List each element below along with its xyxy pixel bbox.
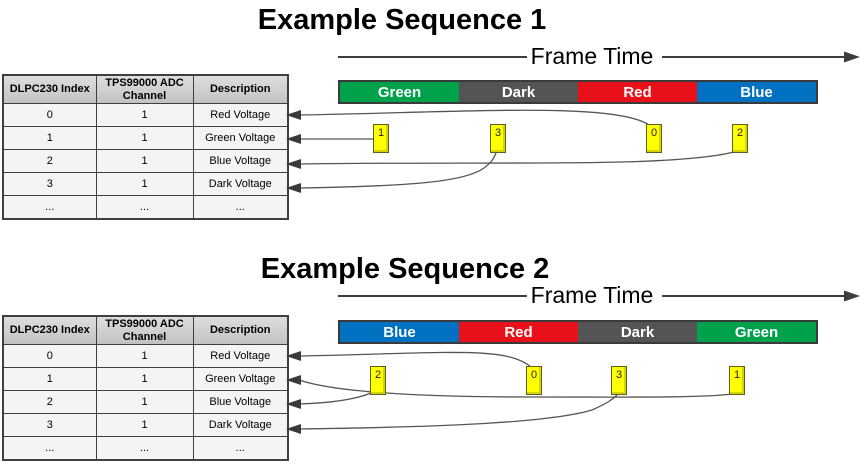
right-arrowhead-icon bbox=[844, 290, 860, 302]
table-header-row: DLPC230 Index TPS99000 ADC Channel Descr… bbox=[2, 74, 289, 104]
connector-marker2-to-row-blue bbox=[298, 392, 372, 405]
bar-segment-red: Red bbox=[578, 82, 697, 102]
marker-label: 3 bbox=[494, 127, 502, 139]
adc-index-marker-red-slot: 0 bbox=[526, 366, 542, 395]
col-header-description: Description bbox=[192, 315, 289, 345]
col-header-dlpc230-index: DLPC230 Index bbox=[2, 74, 97, 104]
bar-segment-dark: Dark bbox=[578, 322, 697, 342]
table-row: 2 1 Blue Voltage bbox=[2, 390, 289, 414]
col-header-tps99000-adc-channel: TPS99000 ADC Channel bbox=[95, 74, 194, 104]
connectors-seq1 bbox=[286, 109, 735, 193]
adc-index-marker-dark-slot: 3 bbox=[490, 124, 506, 153]
connector-marker0-to-row-red bbox=[298, 351, 532, 368]
marker-label: 0 bbox=[650, 127, 658, 139]
bar-segment-blue: Blue bbox=[697, 82, 816, 102]
col-header-dlpc230-index: DLPC230 Index bbox=[2, 315, 97, 345]
connector-marker0-to-row-red bbox=[298, 109, 650, 126]
table-row: 2 1 Blue Voltage bbox=[2, 149, 289, 173]
frame-time-label-seq1: Frame Time bbox=[530, 43, 654, 69]
color-sequence-bar-seq2: Blue Red Dark Green bbox=[338, 320, 818, 344]
table-row: 3 1 Dark Voltage bbox=[2, 172, 289, 196]
bar-segment-label: Red bbox=[623, 83, 652, 101]
col-header-description: Description bbox=[192, 74, 289, 104]
connector-marker3-to-row-dark bbox=[298, 152, 497, 189]
connector-marker3-to-row-dark bbox=[298, 394, 618, 430]
bar-segment-label: Blue bbox=[383, 323, 416, 341]
bar-segment-label: Blue bbox=[740, 83, 773, 101]
adc-channel-table-seq1: DLPC230 Index TPS99000 ADC Channel Descr… bbox=[2, 74, 289, 220]
bar-segment-dark: Dark bbox=[459, 82, 578, 102]
col-header-tps99000-adc-channel: TPS99000 ADC Channel bbox=[95, 315, 194, 345]
sequence-2-title: Example Sequence 2 bbox=[260, 253, 550, 285]
table-row: ... ... ... bbox=[2, 195, 289, 220]
connector-marker2-to-row-blue bbox=[298, 151, 735, 165]
marker-label: 2 bbox=[374, 369, 382, 381]
adc-index-marker-dark-slot: 3 bbox=[611, 366, 627, 395]
marker-label: 1 bbox=[733, 369, 741, 381]
adc-index-marker-blue-slot: 2 bbox=[732, 124, 748, 153]
bar-segment-label: Dark bbox=[501, 83, 536, 101]
adc-index-marker-green-slot: 1 bbox=[729, 366, 745, 395]
connectors-seq2 bbox=[286, 351, 733, 434]
adc-index-marker-green-slot: 1 bbox=[373, 124, 389, 153]
marker-label: 0 bbox=[530, 369, 538, 381]
table-row: 0 1 Red Voltage bbox=[2, 103, 289, 127]
adc-channel-table-seq2: DLPC230 Index TPS99000 ADC Channel Descr… bbox=[2, 315, 289, 461]
bar-segment-label: Green bbox=[377, 83, 422, 101]
table-row: 3 1 Dark Voltage bbox=[2, 413, 289, 437]
adc-index-marker-red-slot: 0 bbox=[646, 124, 662, 153]
table-row: 1 1 Green Voltage bbox=[2, 367, 289, 391]
adc-index-marker-blue-slot: 2 bbox=[370, 366, 386, 395]
connector-marker1-to-row-green bbox=[298, 379, 733, 398]
right-arrowhead-icon bbox=[844, 51, 860, 63]
sequence-1-title: Example Sequence 1 bbox=[257, 4, 547, 36]
table-header-row: DLPC230 Index TPS99000 ADC Channel Descr… bbox=[2, 315, 289, 345]
color-sequence-bar-seq1: Green Dark Red Blue bbox=[338, 80, 818, 104]
marker-label: 2 bbox=[736, 127, 744, 139]
bar-segment-blue: Blue bbox=[340, 322, 459, 342]
marker-label: 1 bbox=[377, 127, 385, 139]
bar-segment-green: Green bbox=[697, 322, 816, 342]
bar-segment-red: Red bbox=[459, 322, 578, 342]
bar-segment-green: Green bbox=[340, 82, 459, 102]
table-row: ... ... ... bbox=[2, 436, 289, 461]
table-row: 0 1 Red Voltage bbox=[2, 344, 289, 368]
bar-segment-label: Dark bbox=[620, 323, 655, 341]
bar-segment-label: Red bbox=[504, 323, 533, 341]
table-row: 1 1 Green Voltage bbox=[2, 126, 289, 150]
bar-segment-label: Green bbox=[734, 323, 779, 341]
marker-label: 3 bbox=[615, 369, 623, 381]
frame-time-label-seq2: Frame Time bbox=[530, 282, 654, 308]
